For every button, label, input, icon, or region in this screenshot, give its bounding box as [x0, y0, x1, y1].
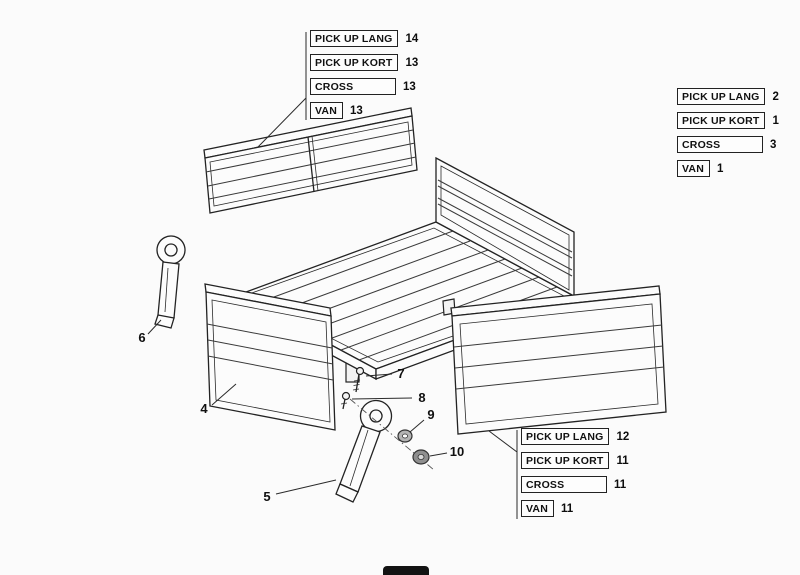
variant-label-box: VAN — [310, 102, 343, 119]
variant-label-box: VAN — [677, 160, 710, 177]
quantity-label: 13 — [403, 80, 416, 93]
label-row: PICK UP KORT 11 — [521, 452, 629, 469]
bolt-item-7-drawing — [352, 366, 365, 393]
part-number-10: 10 — [450, 444, 464, 459]
part-number-8: 8 — [418, 390, 425, 405]
part-number-7: 7 — [397, 366, 404, 381]
label-row: PICK UP LANG 12 — [521, 428, 629, 445]
label-group-right: PICK UP LANG 2 PICK UP KORT 1 CROSS 3 VA… — [677, 88, 779, 177]
label-row: CROSS 11 — [521, 476, 629, 493]
right-side-panel-drawing — [442, 285, 667, 435]
label-row: VAN 11 — [521, 500, 629, 517]
quantity-label: 11 — [616, 454, 629, 467]
variant-label-box: PICK UP KORT — [521, 452, 610, 469]
label-row: CROSS 3 — [677, 136, 779, 153]
nut-item-10-drawing — [412, 449, 430, 465]
variant-label-box: PICK UP LANG — [677, 88, 766, 105]
variant-label-box: CROSS — [677, 136, 763, 153]
label-group-leader-lines — [257, 32, 518, 519]
screw-item-8-drawing — [340, 391, 351, 410]
part-number-5: 5 — [263, 489, 270, 504]
callout-leader-lines — [147, 319, 448, 495]
label-row: PICK UP LANG 14 — [310, 30, 418, 47]
tailgate-panel-drawing — [203, 107, 418, 214]
quantity-label: 1 — [717, 162, 724, 175]
quantity-label: 11 — [561, 502, 574, 515]
quantity-label: 13 — [405, 56, 419, 69]
label-row: CROSS 13 — [310, 78, 418, 95]
part-number-4: 4 — [200, 401, 208, 416]
part-number-6: 6 — [138, 330, 145, 345]
variant-label-box: CROSS — [521, 476, 607, 493]
latch-hook-left-drawing — [154, 235, 186, 329]
label-row: VAN 1 — [677, 160, 779, 177]
quantity-label: 11 — [614, 478, 627, 491]
latch-hook-right-drawing — [335, 399, 393, 503]
left-side-panel-drawing — [204, 283, 336, 431]
quantity-label: 14 — [405, 32, 419, 45]
variant-label-box: PICK UP LANG — [521, 428, 610, 445]
quantity-label: 2 — [772, 90, 779, 103]
quantity-label: 12 — [616, 430, 630, 443]
label-group-bottom-right: PICK UP LANG 12 PICK UP KORT 11 CROSS 11… — [521, 428, 629, 517]
label-row: PICK UP KORT 1 — [677, 112, 779, 129]
label-row: PICK UP LANG 2 — [677, 88, 779, 105]
label-row: PICK UP KORT 13 — [310, 54, 418, 71]
variant-label-box: CROSS — [310, 78, 396, 95]
variant-label-box: VAN — [521, 500, 554, 517]
quantity-label: 13 — [350, 104, 363, 117]
variant-label-box: PICK UP KORT — [310, 54, 399, 71]
scan-artifact-mark — [383, 566, 429, 575]
quantity-label: 3 — [770, 138, 777, 151]
quantity-label: 1 — [772, 114, 779, 127]
part-number-9: 9 — [427, 407, 434, 422]
label-group-top: PICK UP LANG 14 PICK UP KORT 13 CROSS 13… — [310, 30, 418, 119]
part-numbers: 4 5 6 7 8 9 10 — [138, 330, 464, 504]
variant-label-box: PICK UP KORT — [677, 112, 766, 129]
variant-label-box: PICK UP LANG — [310, 30, 399, 47]
label-row: VAN 13 — [310, 102, 418, 119]
washer-item-9-drawing — [397, 429, 413, 443]
